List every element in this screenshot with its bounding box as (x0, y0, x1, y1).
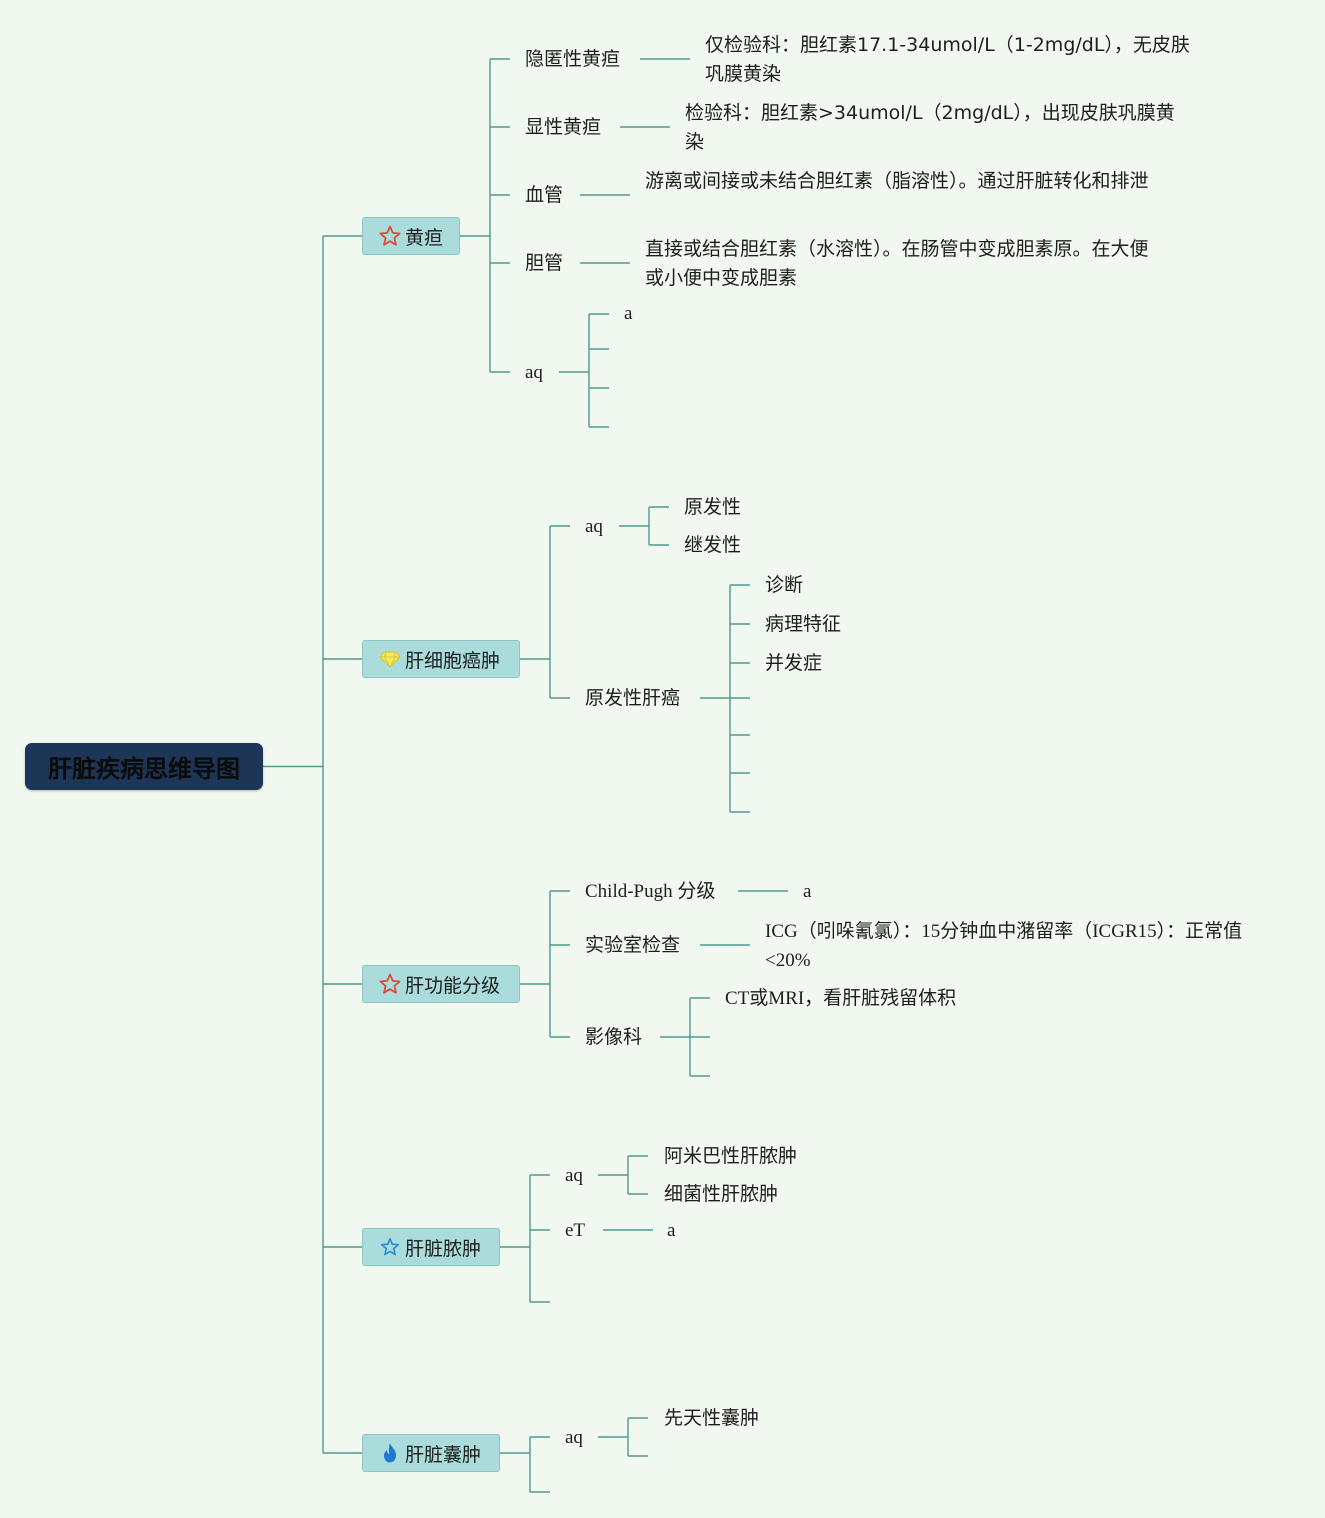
topic-aq[interactable]: aq (525, 362, 543, 383)
star-outline-icon (377, 223, 403, 249)
topic-child-pugh[interactable]: Child-Pugh 分级 (585, 881, 716, 902)
topic-a[interactable]: a (624, 303, 633, 324)
topic-aq[interactable]: aq (565, 1427, 583, 1448)
topic-bacterial-abscess[interactable]: 细菌性肝脓肿 (664, 1183, 779, 1205)
root-topic[interactable]: 肝脏疾病思维导图 (25, 743, 263, 790)
topic-pathology[interactable]: 病理特征 (765, 613, 842, 635)
branch-label: 肝脏囊肿 (405, 1443, 482, 1466)
diamond-icon (377, 646, 403, 672)
detail-icg[interactable]: ICG（吲哚氰氯）：15分钟血中潴留率（ICGR15）：正常值<20% (765, 921, 1243, 971)
branch-jaundice[interactable]: 黄疸 (362, 217, 460, 255)
branch-liver-function[interactable]: 肝功能分级 (362, 965, 520, 1003)
topic-et[interactable]: eT (565, 1220, 586, 1241)
topic-imaging[interactable]: 影像科 (585, 1026, 643, 1048)
topic-aq[interactable]: aq (565, 1165, 583, 1186)
branch-label: 肝细胞癌肿 (405, 649, 501, 672)
branch-label: 肝脏脓肿 (405, 1237, 482, 1260)
topic-hidden-jaundice[interactable]: 隐匿性黄疸 (525, 48, 621, 70)
topic-amoebic-abscess[interactable]: 阿米巴性肝脓肿 (664, 1145, 798, 1167)
topic-congenital-cyst[interactable]: 先天性囊肿 (664, 1407, 760, 1429)
topic-lab-test[interactable]: 实验室检查 (585, 934, 681, 956)
star-outline-icon (377, 971, 403, 997)
topic-primary[interactable]: 原发性 (684, 496, 742, 518)
branch-liver-cyst[interactable]: 肝脏囊肿 (362, 1434, 500, 1472)
topic-diagnosis[interactable]: 诊断 (765, 574, 804, 596)
flame-icon (377, 1440, 403, 1466)
topic-aq[interactable]: aq (585, 516, 603, 537)
branch-liver-abscess[interactable]: 肝脏脓肿 (362, 1228, 500, 1266)
topic-overt-jaundice[interactable]: 显性黄疸 (525, 116, 602, 138)
topic-a[interactable]: a (803, 881, 812, 902)
topic-primary-liver-cancer[interactable]: 原发性肝癌 (585, 687, 681, 709)
detail-bile-duct[interactable]: 直接或结合胆红素（水溶性）。在肠管中变成胆素原。在大便或小便中变成胆素 (645, 238, 1149, 289)
detail-hidden-jaundice[interactable]: 仅检验科：胆红素17.1-34umol/L（1-2mg/dL），无皮肤巩膜黄染 (705, 34, 1190, 85)
detail-ct-mri[interactable]: CT或MRI，看肝脏残留体积 (725, 988, 957, 1009)
branch-hcc[interactable]: 肝细胞癌肿 (362, 640, 520, 678)
detail-overt-jaundice[interactable]: 检验科：胆红素>34umol/L（2mg/dL），出现皮肤巩膜黄染 (685, 102, 1175, 153)
topic-complications[interactable]: 并发症 (765, 652, 823, 674)
star-blue-icon (377, 1234, 403, 1260)
branch-label: 黄疸 (405, 226, 444, 249)
topic-secondary[interactable]: 继发性 (684, 534, 742, 556)
branch-label: 肝功能分级 (405, 974, 501, 997)
detail-vessel[interactable]: 游离或间接或未结合胆红素（脂溶性）。通过肝脏转化和排泄 (645, 170, 1149, 192)
topic-a[interactable]: a (667, 1220, 676, 1241)
topic-bile-duct[interactable]: 胆管 (525, 252, 564, 274)
topic-vessel[interactable]: 血管 (525, 184, 564, 206)
